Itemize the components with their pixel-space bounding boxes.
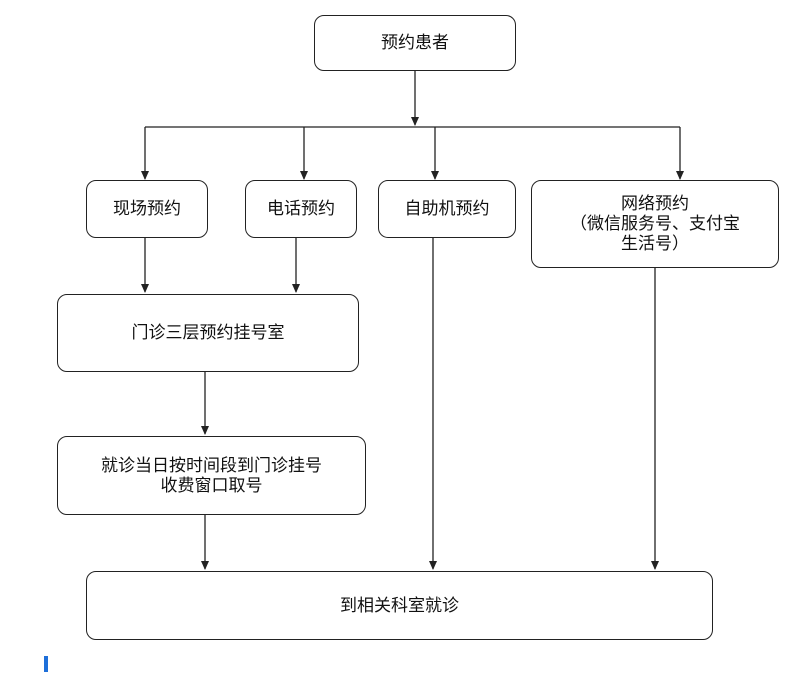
node-label: 就诊当日按时间段到门诊挂号 收费窗口取号	[101, 455, 322, 496]
node-registration-office: 门诊三层预约挂号室	[57, 294, 359, 372]
node-label: 网络预约 （微信服务号、支付宝 生活号）	[570, 194, 740, 254]
node-same-day-ticket: 就诊当日按时间段到门诊挂号 收费窗口取号	[57, 436, 366, 515]
node-label: 门诊三层预约挂号室	[131, 323, 285, 343]
node-label: 预约患者	[381, 33, 449, 53]
node-kiosk-appointment: 自助机预约	[378, 180, 516, 238]
node-label: 到相关科室就诊	[340, 595, 459, 616]
node-visit-department: 到相关科室就诊	[86, 571, 713, 640]
node-online-appointment: 网络预约 （微信服务号、支付宝 生活号）	[531, 180, 779, 268]
node-phone-appointment: 电话预约	[245, 180, 357, 238]
node-onsite-appointment: 现场预约	[86, 180, 208, 238]
node-label: 现场预约	[113, 199, 181, 219]
accent-bar	[44, 656, 48, 672]
node-label: 自助机预约	[404, 199, 490, 219]
node-appointment-patient: 预约患者	[314, 15, 516, 71]
node-label: 电话预约	[267, 199, 335, 219]
